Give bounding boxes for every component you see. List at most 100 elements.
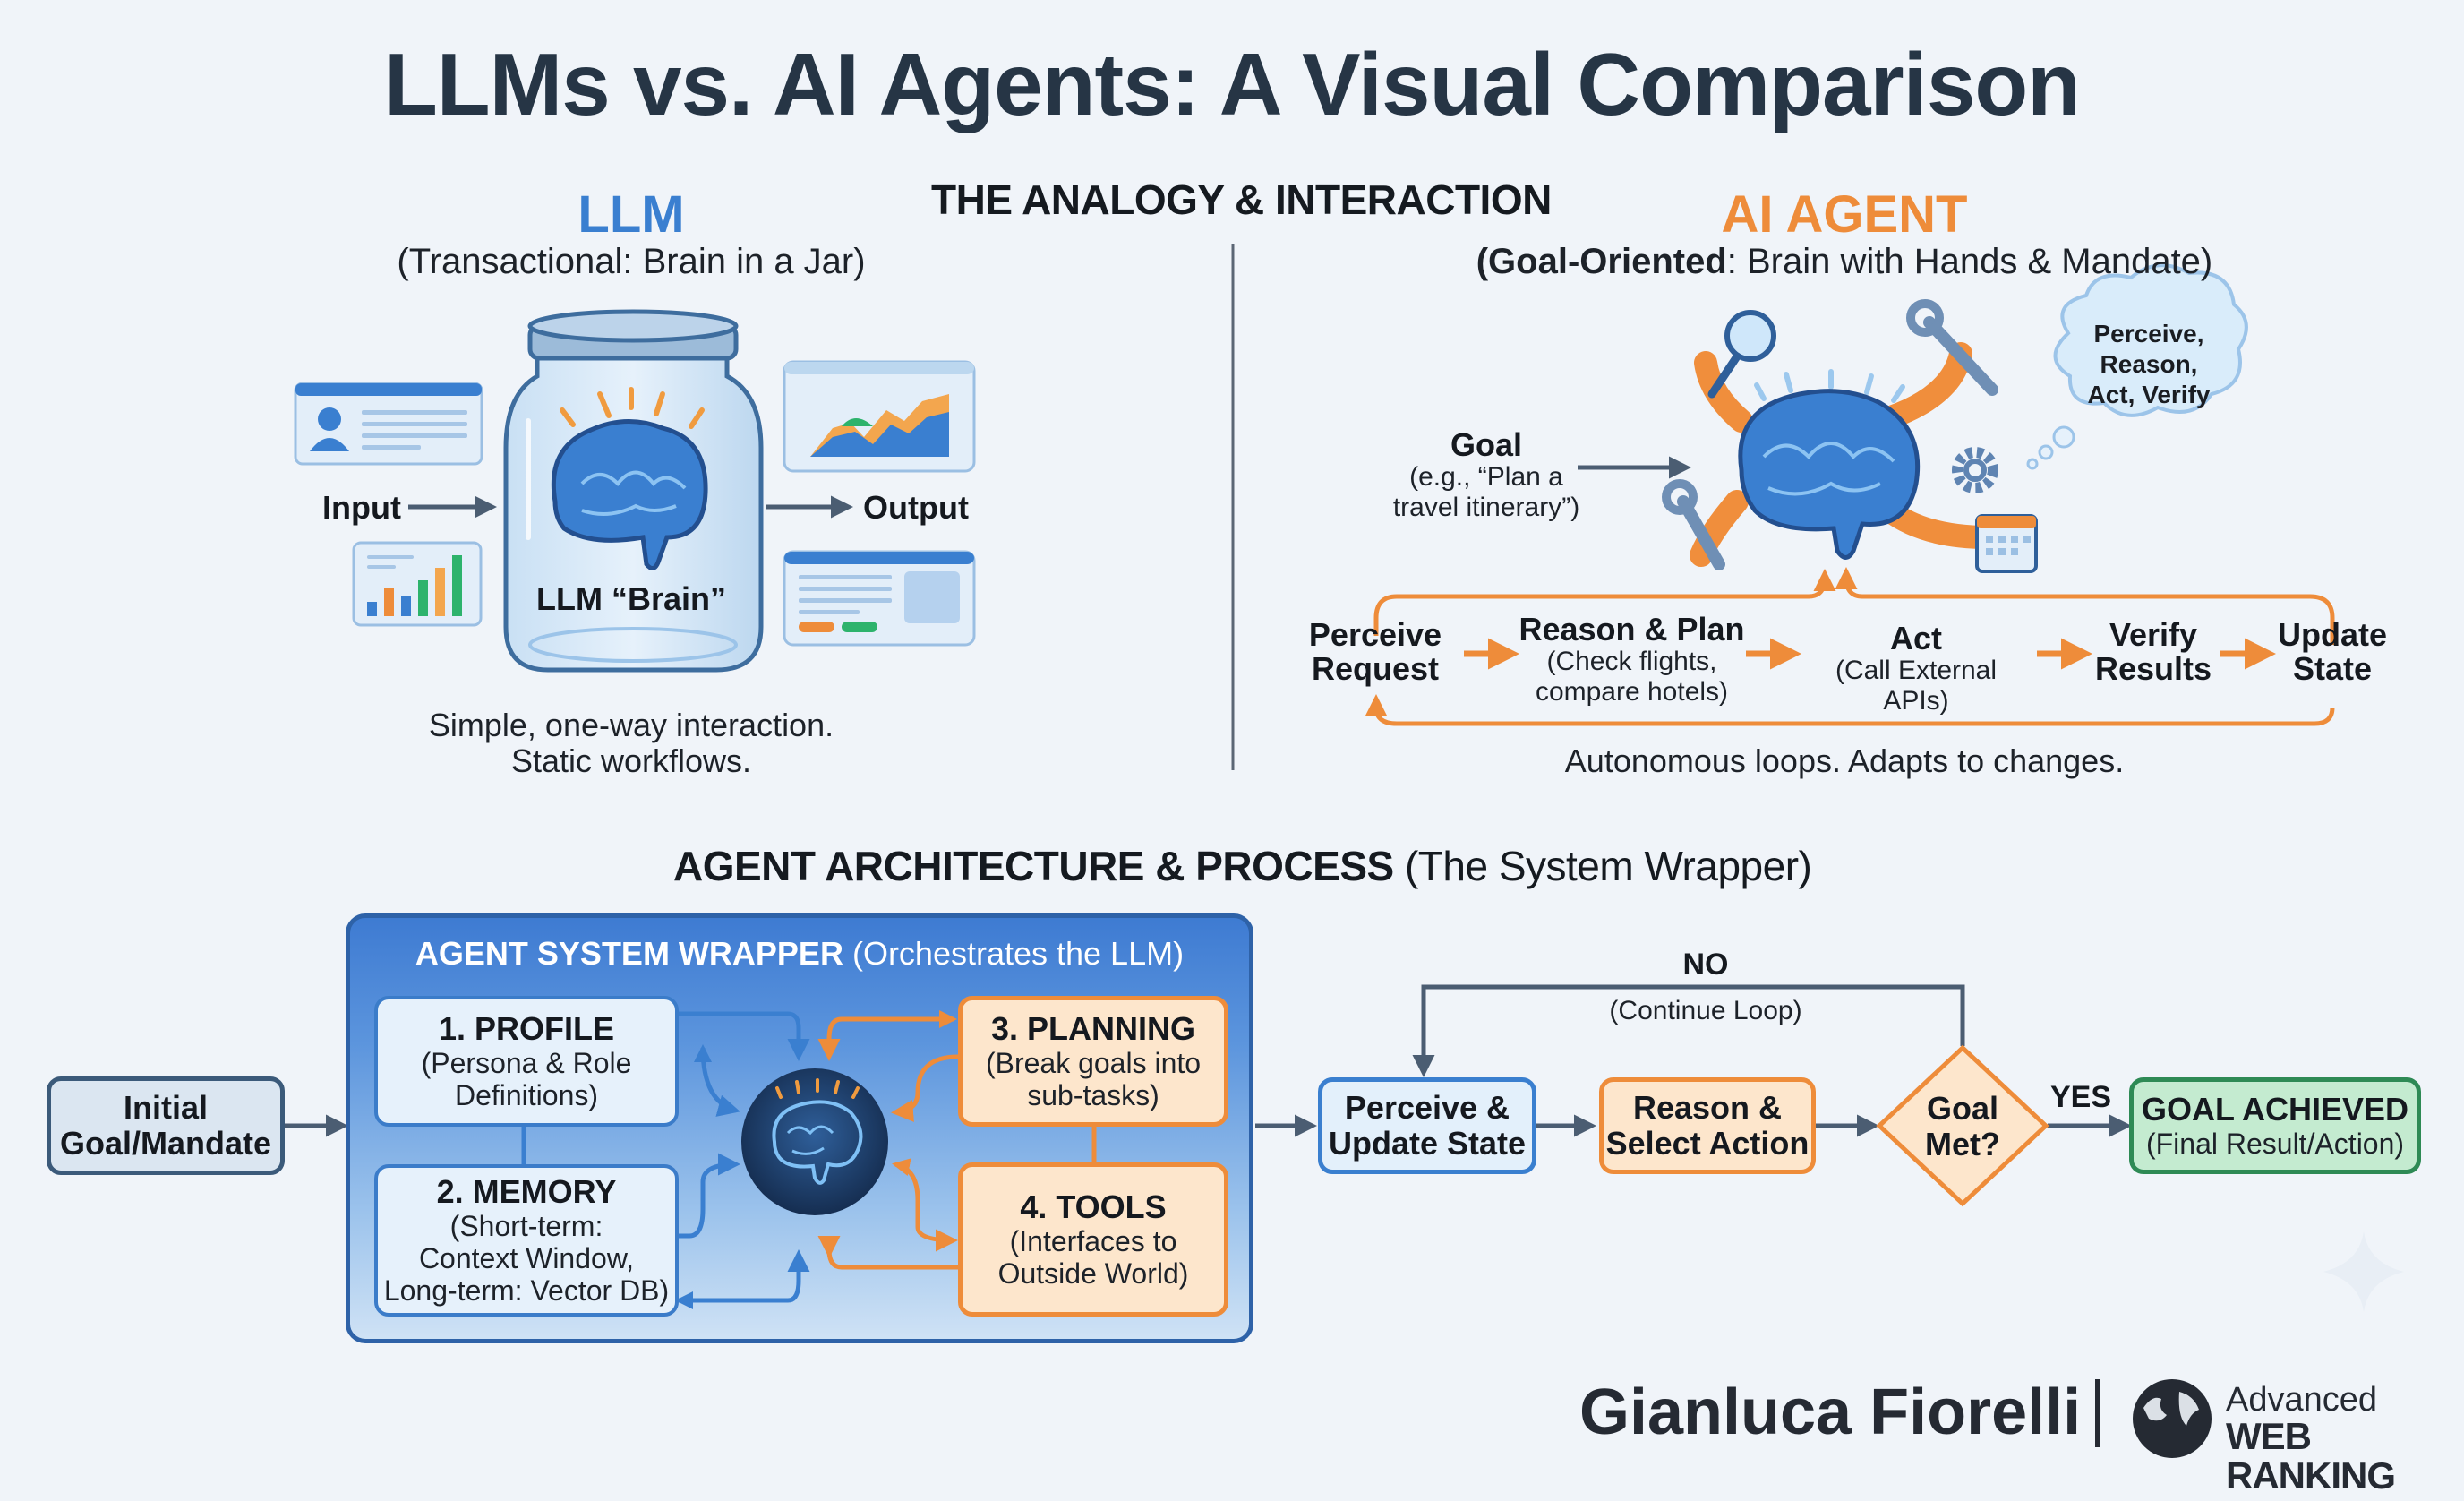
initial-goal-line: Goal/Mandate xyxy=(59,1125,272,1162)
component-planning: 3. PLANNING (Break goals into sub-tasks) xyxy=(958,996,1228,1127)
component-title: 3. PLANNING xyxy=(990,1010,1196,1047)
agent-subtitle: (Goal-Oriented: Brain with Hands & Manda… xyxy=(1397,242,2292,282)
llm-caption: Simple, one-way interaction. Static work… xyxy=(358,708,904,779)
brain-icon xyxy=(551,387,708,570)
thought-cloud-icon xyxy=(2026,263,2248,470)
goal-example: (e.g., “Plan a xyxy=(1409,462,1563,492)
component-desc: sub-tasks) xyxy=(1027,1079,1159,1111)
brand-line-top: Advanced xyxy=(2226,1381,2378,1419)
perceive-update-box: Perceive & Update State xyxy=(1318,1077,1536,1174)
agent-subtitle-rest: : Brain with Hands & Mandate) xyxy=(1726,242,2213,281)
loop-step-title: Update xyxy=(2277,616,2387,653)
gear-icon xyxy=(1952,447,1998,493)
thought-text: Perceive, Reason, Act, Verify xyxy=(2059,319,2238,410)
globe-logo-icon xyxy=(2133,1379,2212,1458)
page-title: LLMs vs. AI Agents: A Visual Comparison xyxy=(383,35,2081,133)
component-title: 1. PROFILE xyxy=(438,1010,615,1047)
architecture-section-heading: AGENT ARCHITECTURE & PROCESS (The System… xyxy=(673,842,1812,890)
loop-step-title: Verify xyxy=(2109,616,2198,653)
agent-subtitle-bold: (Goal-Oriented xyxy=(1476,242,1727,281)
wrapper-title-bold: AGENT SYSTEM WRAPPER xyxy=(415,935,843,972)
thought-line: Reason, xyxy=(2100,350,2198,378)
loop-step-update: Update State xyxy=(2270,618,2395,686)
content-window-icon xyxy=(783,550,976,647)
loop-step-title: State xyxy=(2292,650,2373,687)
component-tools: 4. TOOLS (Interfaces to Outside World) xyxy=(958,1162,1228,1317)
decision-diamond xyxy=(1876,1044,2049,1207)
flow-box-line: Reason & xyxy=(1632,1089,1783,1126)
agent-title: AI AGENT xyxy=(1721,185,1968,244)
llm-caption-line: Simple, one-way interaction. xyxy=(428,707,834,743)
loop-step-title: Act xyxy=(1889,620,1942,656)
flow-box-line: Select Action xyxy=(1605,1125,1810,1162)
credit-divider xyxy=(2095,1379,2100,1447)
brain-icon xyxy=(1738,369,1921,560)
component-profile: 1. PROFILE (Persona & Role Definitions) xyxy=(374,996,679,1127)
brain-icon xyxy=(741,1068,888,1215)
llm-title: LLM xyxy=(578,185,685,244)
loop-step-title: Perceive xyxy=(1308,616,1442,653)
thought-line: Act, Verify xyxy=(2087,381,2211,408)
loop-step-act: Act (Call External APIs) xyxy=(1800,622,2032,716)
loop-step-title: Reason & Plan xyxy=(1519,611,1745,648)
agent-caption: Autonomous loops. Adapts to changes. xyxy=(1564,742,2125,779)
component-desc: (Interfaces to xyxy=(1009,1225,1177,1257)
achieved-title: GOAL ACHIEVED xyxy=(2141,1091,2409,1128)
loop-step-title: Request xyxy=(1311,650,1440,687)
loop-step-detail: compare hotels) xyxy=(1535,677,1729,707)
no-label: NO xyxy=(1682,948,1729,982)
component-desc: (Break goals into xyxy=(985,1047,1202,1079)
goal-achieved-box: GOAL ACHIEVED (Final Result/Action) xyxy=(2129,1077,2421,1174)
achieved-detail: (Final Result/Action) xyxy=(2145,1128,2405,1160)
sparkle-icon xyxy=(2323,1231,2404,1312)
component-desc: Definitions) xyxy=(454,1079,599,1111)
no-detail: (Continue Loop) xyxy=(1609,996,1802,1025)
input-label: Input xyxy=(322,489,401,526)
architecture-heading-bold: AGENT ARCHITECTURE & PROCESS xyxy=(673,843,1394,889)
loop-step-detail: (Check flights, xyxy=(1546,647,1717,676)
wrench-icon xyxy=(1662,479,1725,570)
architecture-heading-rest: (The System Wrapper) xyxy=(1393,843,1812,889)
goal-label: Goal xyxy=(1450,426,1522,463)
component-title: 2. MEMORY xyxy=(436,1173,617,1210)
goal-example: travel itinerary”) xyxy=(1392,493,1580,522)
decision-line: Goal xyxy=(1926,1090,1998,1127)
loop-step-detail: (Call External APIs) xyxy=(1835,656,1998,716)
brand-wordmark: Advanced WEB RANKING xyxy=(2226,1383,2464,1496)
agent-loop-arrows xyxy=(1365,567,2335,726)
component-desc: Long-term: Vector DB) xyxy=(383,1274,670,1307)
goal-block: Goal (e.g., “Plan a travel itinerary”) xyxy=(1370,428,1603,523)
loop-step-reason: Reason & Plan (Check flights, compare ho… xyxy=(1518,613,1746,708)
component-desc: (Persona & Role xyxy=(421,1047,632,1079)
analogy-section-heading: THE ANALOGY & INTERACTION xyxy=(931,176,1552,223)
loop-step-title: Results xyxy=(2094,650,2212,687)
profile-card-icon xyxy=(294,382,483,466)
magnifier-icon xyxy=(1707,310,1776,399)
component-title: 4. TOOLS xyxy=(1020,1188,1167,1225)
bar-chart-card-icon xyxy=(352,541,483,627)
component-desc: Outside World) xyxy=(997,1257,1189,1290)
component-desc: Context Window, xyxy=(418,1242,635,1274)
thought-line: Perceive, xyxy=(2093,320,2204,347)
flow-box-line: Update State xyxy=(1328,1125,1527,1162)
wrench-icon xyxy=(1906,299,1998,396)
initial-goal-line: Initial xyxy=(123,1089,208,1126)
decision-line: Met? xyxy=(1925,1126,2000,1162)
llm-subtitle: (Transactional: Brain in a Jar) xyxy=(397,242,866,281)
initial-goal-box: Initial Goal/Mandate xyxy=(47,1076,285,1175)
area-chart-window-icon xyxy=(783,360,976,473)
loop-step-perceive: Perceive Request xyxy=(1298,618,1452,686)
calendar-icon xyxy=(1975,514,2038,573)
wrapper-title: AGENT SYSTEM WRAPPER (Orchestrates the L… xyxy=(346,935,1253,973)
brand-line-bottom: WEB RANKING xyxy=(2226,1415,2396,1497)
yes-label: YES xyxy=(2050,1080,2112,1114)
author-name: Gianluca Fiorelli xyxy=(1579,1377,2082,1448)
wrapper-title-rest: (Orchestrates the LLM) xyxy=(843,935,1185,972)
loop-step-verify: Verify Results xyxy=(2086,618,2220,686)
reason-select-box: Reason & Select Action xyxy=(1599,1077,1816,1174)
component-memory: 2. MEMORY (Short-term: Context Window, L… xyxy=(374,1164,679,1317)
llm-caption-line: Static workflows. xyxy=(510,742,752,779)
